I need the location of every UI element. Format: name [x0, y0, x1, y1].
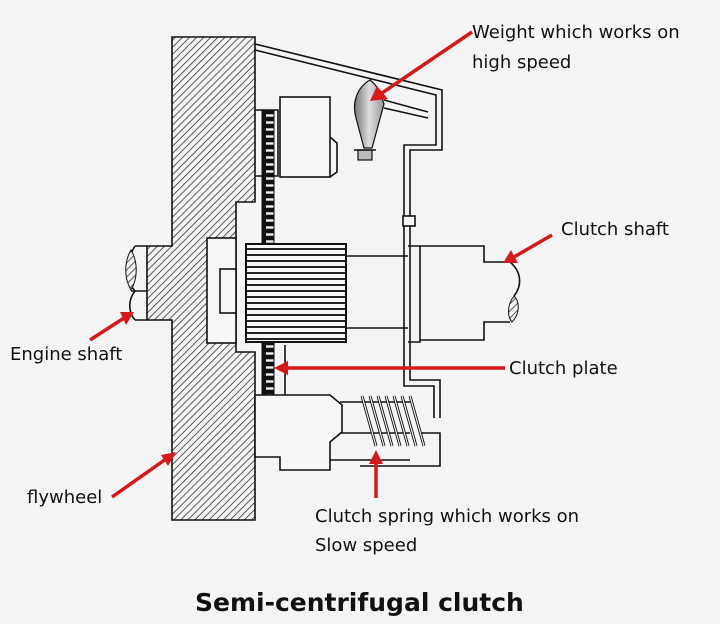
- arrow-clutch-spring: [369, 450, 383, 498]
- pilot-insert: [219, 268, 237, 314]
- engine-shaft: [125, 245, 147, 321]
- clutch-cover: [254, 43, 443, 418]
- arrow-engine-shaft: [89, 312, 134, 342]
- label-spring-line2: Slow speed: [315, 535, 417, 556]
- label-flywheel: flywheel: [27, 487, 102, 508]
- label-weight-line1: Weight which works on: [472, 22, 680, 43]
- flywheel: [146, 36, 256, 521]
- diagram-title: Semi-centrifugal clutch: [195, 588, 524, 617]
- clutch-plate-upper: [261, 109, 275, 246]
- pressure-plate-upper: [255, 96, 338, 178]
- clutch-spring: [360, 395, 426, 447]
- centrifugal-weight: [353, 79, 429, 161]
- arrow-weight: [370, 30, 473, 101]
- label-weight-line2: high speed: [472, 52, 571, 73]
- clutch-plate-lower: [261, 339, 275, 396]
- label-spring-line1: Clutch spring which works on: [315, 506, 579, 527]
- label-clutch-plate: Clutch plate: [509, 358, 618, 379]
- splined-hub: [245, 243, 347, 343]
- clutch-shaft: [346, 245, 521, 343]
- arrow-clutch-plate: [274, 361, 505, 375]
- label-engine-shaft: Engine shaft: [10, 344, 122, 365]
- label-clutch-shaft: Clutch shaft: [561, 219, 669, 240]
- arrow-clutch-shaft: [503, 233, 553, 263]
- arrow-flywheel: [110, 452, 176, 499]
- pressure-plate-lower: [254, 394, 441, 471]
